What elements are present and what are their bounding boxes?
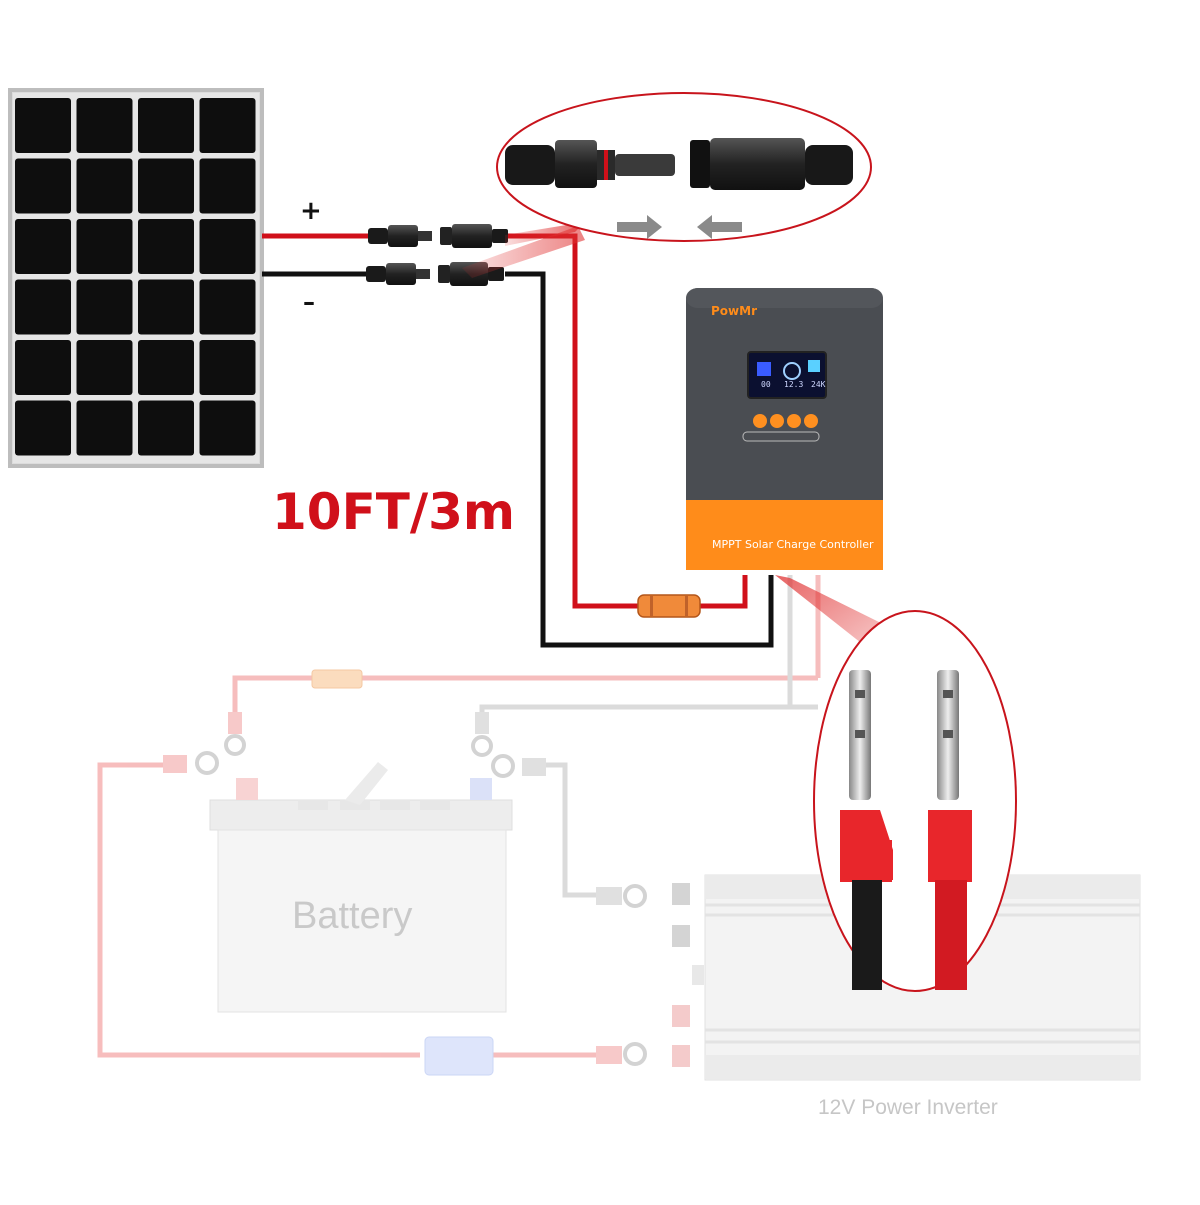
terminal-zoom-beam xyxy=(775,575,885,650)
controller-name: MPPT Solar Charge Controller xyxy=(712,538,874,551)
solar-cell xyxy=(199,279,256,335)
lcd-value-1: 00 xyxy=(761,380,771,389)
solar-cell xyxy=(15,98,71,153)
solar-cell xyxy=(138,340,194,395)
solar-cell xyxy=(199,400,256,456)
connector-zoom-beam xyxy=(462,222,585,278)
solar-cell xyxy=(15,279,71,335)
solar-cell xyxy=(15,219,71,274)
inverter-label: 12V Power Inverter xyxy=(818,1096,998,1119)
solar-cell xyxy=(76,340,133,395)
mc4-connectors xyxy=(366,224,508,286)
solar-cell xyxy=(138,400,194,456)
brand-logo: PowMr xyxy=(711,304,757,318)
solar-cell xyxy=(199,219,256,274)
solar-cell xyxy=(76,219,133,274)
battery-label: Battery xyxy=(292,895,413,937)
arrow-right-icon xyxy=(617,215,662,239)
inverter-negative-wire xyxy=(535,762,600,898)
inverter-fuse xyxy=(424,1036,494,1076)
solar-cell xyxy=(199,98,256,153)
solar-icon xyxy=(757,362,771,376)
solar-cell xyxy=(199,340,256,395)
button-2[interactable] xyxy=(770,414,784,428)
solar-cell xyxy=(15,340,71,395)
solar-cell xyxy=(138,158,194,214)
cable-length-label: 10FT/3m xyxy=(272,483,515,541)
lcd-value-2: 12.3 xyxy=(784,380,804,389)
solar-panel xyxy=(8,88,264,468)
solar-cell xyxy=(76,158,133,214)
arrow-left-icon xyxy=(697,215,742,239)
negative-label: – xyxy=(303,288,315,316)
solar-cell xyxy=(76,98,133,153)
lcd-value-3: 24K xyxy=(811,380,826,389)
button-4[interactable] xyxy=(804,414,818,428)
solar-cell xyxy=(199,158,256,214)
gauge-icon xyxy=(783,362,801,380)
solar-cell xyxy=(138,279,194,335)
inline-fuse xyxy=(637,594,701,618)
connector-zoom-ellipse xyxy=(496,92,872,242)
terminal-zoom-ellipse xyxy=(813,610,1017,992)
battery-positive-wire xyxy=(232,675,818,715)
ring-terminals xyxy=(195,734,647,1066)
battery-fuse xyxy=(311,669,363,689)
charge-controller xyxy=(686,288,883,570)
solar-cell xyxy=(138,219,194,274)
solar-cell xyxy=(138,98,194,153)
button-1[interactable] xyxy=(753,414,767,428)
control-buttons xyxy=(742,414,820,442)
solar-cell xyxy=(76,400,133,456)
button-3[interactable] xyxy=(787,414,801,428)
battery-illustration xyxy=(209,762,513,1013)
battery-negative-wire xyxy=(479,704,818,717)
solar-cell xyxy=(15,400,71,456)
solar-cell xyxy=(15,158,71,214)
inverter-positive-loop xyxy=(97,762,420,1058)
battery-icon xyxy=(808,360,820,372)
positive-label: + xyxy=(300,196,322,226)
solar-cell xyxy=(76,279,133,335)
